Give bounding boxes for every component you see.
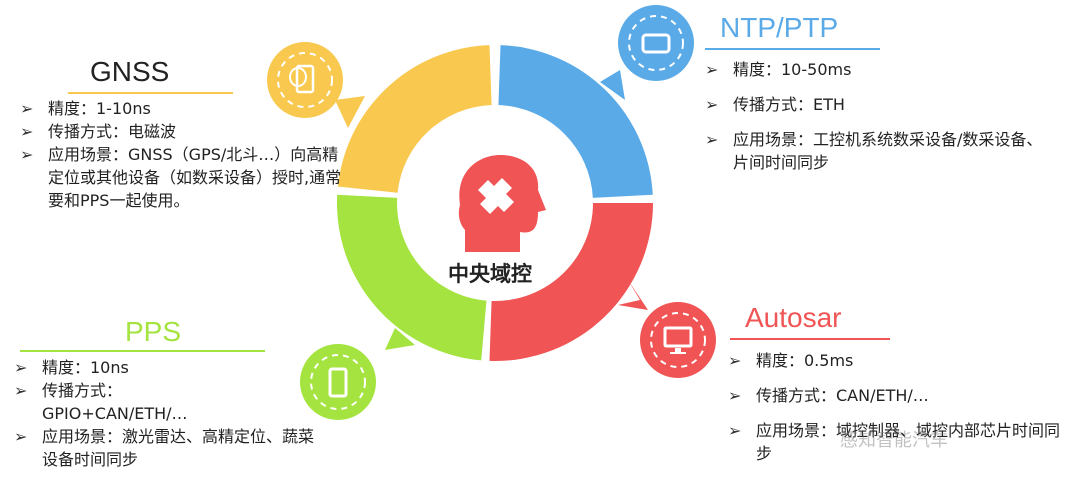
ntp-title: NTP/PTP xyxy=(720,12,839,43)
ntp-pointer xyxy=(600,70,625,100)
pps-list: 精度：10ns 传播方式：GPIO+CAN/ETH/… 应用场景：激光雷达、高精… xyxy=(14,356,314,471)
list-item: 精度：0.5ms xyxy=(728,349,1073,372)
ntp-list: 精度：10-50ms 传播方式：ETH 应用场景：工控机系统数采设备/数采设备、… xyxy=(705,58,1055,174)
gnss-segment xyxy=(337,45,492,193)
head-puzzle-icon xyxy=(458,155,546,252)
ntp-underline xyxy=(705,48,880,50)
autosar-underline xyxy=(730,338,890,340)
list-item: 传播方式：CAN/ETH/… xyxy=(728,384,1073,407)
pps-pointer xyxy=(385,328,415,350)
monitor-icon xyxy=(663,326,693,348)
list-item: 应用场景：域控制器、域控内部芯片时间同步 xyxy=(728,419,1073,465)
list-item: 应用场景：GNSS（GPS/北斗…）向高精定位或其他设备（如数采设备）授时,通常… xyxy=(20,143,348,212)
autosar-pointer xyxy=(618,280,648,310)
autosar-list: 精度：0.5ms 传播方式：CAN/ETH/… 应用场景：域控制器、域控内部芯片… xyxy=(728,349,1073,465)
pps-icon-badge xyxy=(300,344,376,420)
ntp-icon-badge xyxy=(618,5,694,81)
list-item: 传播方式：ETH xyxy=(705,93,1055,116)
list-item: 应用场景：激光雷达、高精定位、蔬菜设备时间同步 xyxy=(14,425,314,471)
list-item: 精度：10-50ms xyxy=(705,58,1055,81)
ntp-segment xyxy=(498,45,653,198)
list-item: 传播方式：GPIO+CAN/ETH/… xyxy=(14,379,242,425)
watermark: 感知智能汽车 xyxy=(840,430,948,451)
list-item: 应用场景：工控机系统数采设备/数采设备、片间时间同步 xyxy=(705,128,1055,174)
autosar-segment xyxy=(489,203,653,362)
tablet-icon xyxy=(641,33,671,54)
pps-underline xyxy=(20,350,265,352)
gnss-list: 精度：1-10ns 传播方式：电磁波 应用场景：GNSS（GPS/北斗…）向高精… xyxy=(20,97,350,212)
pps-title: PPS xyxy=(125,316,182,347)
gnss-title: GNSS xyxy=(90,56,170,87)
gnss-underline xyxy=(68,92,233,94)
list-item: 精度：1-10ns xyxy=(20,97,350,120)
phone-icon xyxy=(328,367,348,398)
gps-device-icon xyxy=(295,64,315,94)
center-label: 中央域控 xyxy=(448,262,532,286)
list-item: 传播方式：电磁波 xyxy=(20,120,350,143)
autosar-title: Autosar xyxy=(745,302,842,333)
pps-segment xyxy=(336,194,487,361)
list-item: 精度：10ns xyxy=(14,356,314,379)
autosar-icon-badge xyxy=(640,302,716,378)
